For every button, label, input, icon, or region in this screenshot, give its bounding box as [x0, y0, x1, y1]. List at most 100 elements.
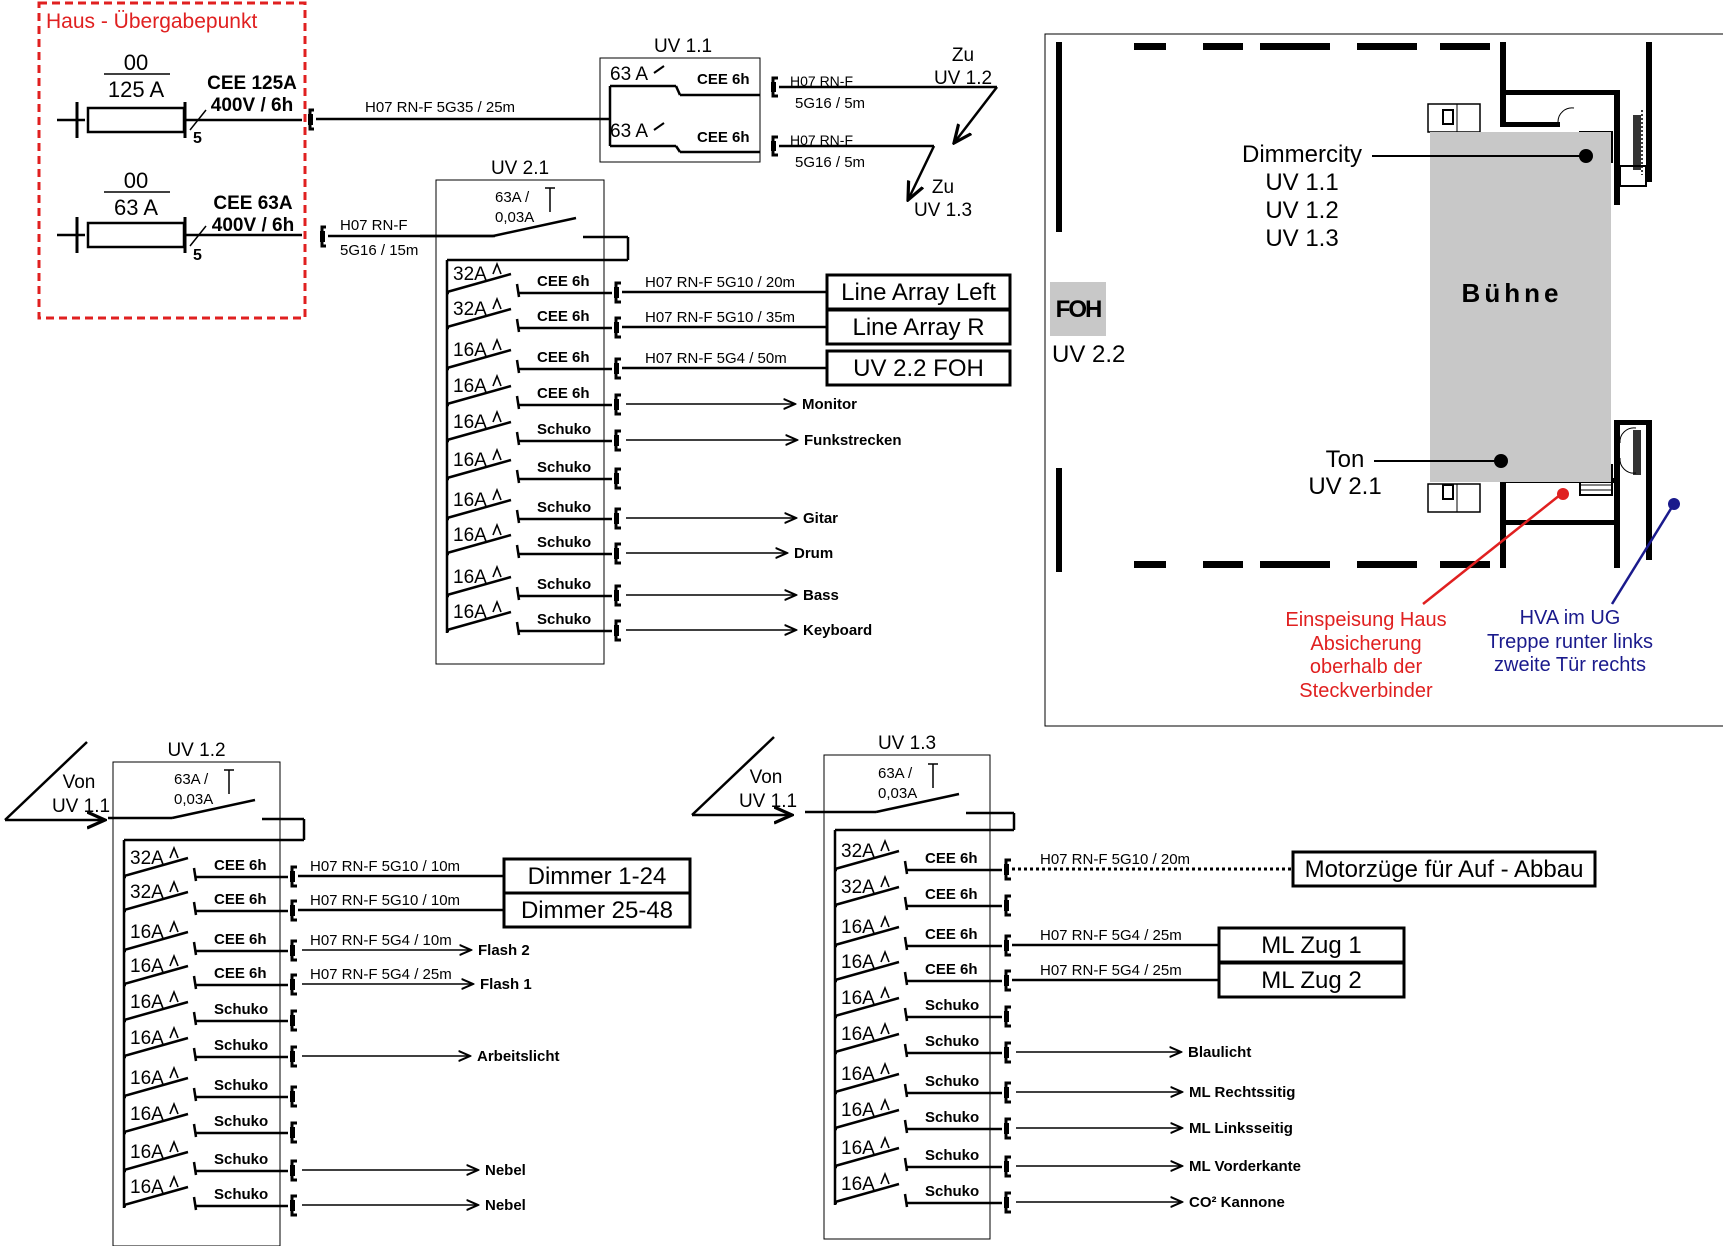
panel-frame: [823, 754, 991, 1240]
plug-pin: [290, 1165, 295, 1176]
breaker-contact: [903, 896, 909, 911]
target-label: Dimmer 25-48: [521, 897, 673, 924]
breaker-blade: [446, 420, 512, 442]
svg-text:oberhalb der: oberhalb der: [1310, 656, 1423, 678]
breaker-arrow-icon: [880, 1097, 890, 1111]
breaker-blade: [446, 348, 512, 370]
svg-text:400V / 6h: 400V / 6h: [211, 95, 293, 116]
outlet-type: CEE 6h: [537, 349, 590, 366]
breaker-arrow-icon: [169, 1101, 179, 1115]
from-slant: [691, 736, 775, 816]
breaker-blade: [834, 1146, 900, 1168]
target-label: Motorzüge für Auf - Abbau: [1305, 856, 1584, 883]
plug-pin: [290, 1127, 295, 1138]
target-box: [502, 857, 692, 895]
svg-text:400V / 6h: 400V / 6h: [212, 215, 294, 236]
breaker-arrow-icon: [880, 874, 890, 888]
svg-text:5: 5: [193, 247, 202, 264]
breaker-blade: [123, 890, 189, 912]
target-label: Line Array R: [852, 314, 984, 341]
breaker-contact: [903, 1157, 909, 1172]
breaker-contact: [903, 936, 909, 951]
outlet-type: CEE 6h: [925, 850, 978, 867]
outlet-type: Schuko: [537, 534, 591, 551]
breaker-contact: [192, 867, 198, 882]
breaker-contact: [192, 941, 198, 956]
breaker-contact: [903, 860, 909, 875]
breaker-rating: 16A: [453, 340, 487, 361]
breaker-blade: [123, 930, 189, 952]
breaker-rating: 16A: [453, 525, 487, 546]
plug-pin: [1004, 1123, 1009, 1134]
outlet-type: Schuko: [925, 1183, 979, 1200]
breaker-blade: [123, 1112, 189, 1134]
main-fuse-63a: 00 63 A 5 CEE 63A 400V / 6h: [57, 168, 302, 264]
breaker-arrow-icon: [169, 989, 179, 1003]
breaker-contact: [192, 1047, 198, 1062]
breaker-blade: [446, 575, 512, 597]
house-connector-2: [320, 225, 326, 248]
plug-pin: [614, 473, 619, 484]
breaker-blade: [123, 1036, 189, 1058]
hva-note: HVA im UG Treppe runter links zweite Tür…: [1487, 498, 1680, 676]
target-label: Bass: [803, 587, 839, 604]
plug-pin: [1004, 1087, 1009, 1098]
plug-pin: [1004, 864, 1009, 875]
breaker-arrow-icon: [492, 373, 502, 387]
cable-spec: H07 RN-F 5G10 / 10m: [310, 892, 460, 909]
breaker-blade: [834, 1032, 900, 1054]
cable-spec: H07 RN-F 5G10 / 35m: [645, 309, 795, 326]
breaker-arrow-icon: [169, 953, 179, 967]
breaker-contact: [192, 901, 198, 916]
breaker-contact: [515, 621, 521, 636]
breaker-arrow-icon: [492, 599, 502, 613]
breaker-arrow-icon: [880, 838, 890, 852]
outlet-type: Schuko: [925, 1033, 979, 1050]
breaker-contact: [515, 318, 521, 333]
breaker-blade: [834, 996, 900, 1018]
main-fuse-125a: 00 125 A 5 CEE 125A 400V / 6h: [57, 50, 302, 147]
svg-text:Ton: Ton: [1326, 446, 1365, 473]
breaker-arrow-icon: [492, 261, 502, 275]
plug-pin: [1004, 900, 1009, 911]
uv11-box: UV 1.1 63 A CEE 6h 63 A CEE 6h H07 RN-F …: [599, 36, 998, 221]
breaker-rating: 16A: [841, 1138, 875, 1159]
target-label: ML Vorderkante: [1189, 1158, 1301, 1175]
breaker-arrow-icon: [492, 522, 502, 536]
breaker-contact: [515, 431, 521, 446]
breaker-blade: [446, 384, 512, 406]
main-rcd-blade: [875, 792, 960, 814]
outlet-type: CEE 6h: [925, 926, 978, 943]
breaker-contact: [515, 283, 521, 298]
svg-text:Absicherung: Absicherung: [1310, 633, 1421, 655]
svg-text:CEE 6h: CEE 6h: [697, 129, 750, 146]
breaker-rating: 32A: [130, 882, 164, 903]
breaker-rating: 16A: [130, 1104, 164, 1125]
breaker-rating: 16A: [841, 952, 875, 973]
plug-pin: [614, 399, 619, 410]
breaker-contact: [192, 1087, 198, 1102]
outlet-type: CEE 6h: [214, 965, 267, 982]
outlet-type: Schuko: [925, 1147, 979, 1164]
outlet-type: CEE 6h: [537, 308, 590, 325]
breaker-contact: [192, 975, 198, 990]
target-box: [825, 308, 1012, 346]
svg-text:Einspeisung Haus: Einspeisung Haus: [1285, 609, 1446, 631]
target-label: ML Zug 1: [1261, 932, 1362, 959]
outlet-type: Schuko: [214, 1151, 268, 1168]
breaker-contact: [903, 1193, 909, 1208]
breaker-contact: [903, 1119, 909, 1134]
svg-text:5: 5: [193, 130, 202, 147]
svg-text:63 A: 63 A: [610, 64, 648, 85]
house-connector-1: [308, 108, 314, 131]
svg-text:UV 1.2: UV 1.2: [934, 68, 992, 89]
breaker-blade: [123, 856, 189, 878]
breaker-rating: 16A: [453, 567, 487, 588]
svg-text:H07 RN-F: H07 RN-F: [790, 73, 853, 89]
breaker-contact: [515, 395, 521, 410]
breaker-arrow-icon: [880, 1135, 890, 1149]
breaker-arrow-icon: [492, 487, 502, 501]
